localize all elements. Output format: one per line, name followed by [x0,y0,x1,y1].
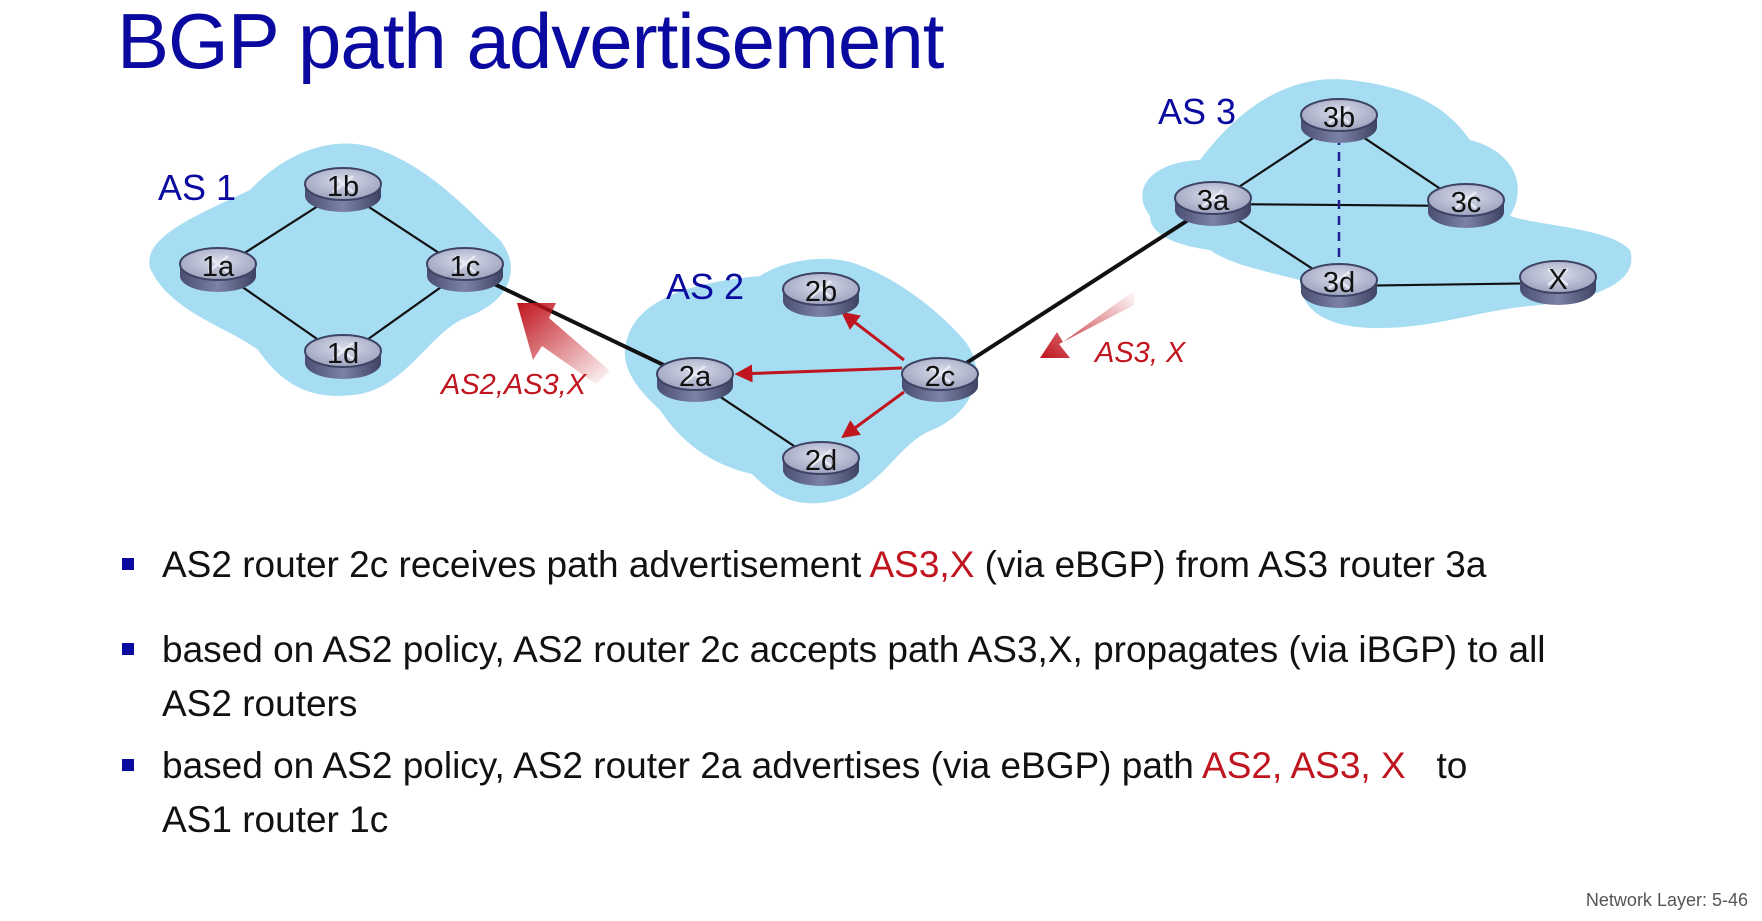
router-3c: 3c [1427,183,1505,228]
router-cross-icon [454,255,476,273]
ebgp-links [464,202,1215,382]
bullet-text: based on AS2 policy, AS2 router 2a adver… [162,745,1203,786]
bullet-text: AS2 router 2c receives path advertisemen… [162,544,870,585]
bgp-network-diagram: AS 1 AS 2 AS 3 [149,79,1632,504]
bullet-list: AS2 router 2c receives path advertisemen… [118,538,1698,847]
arrow-2c-2a [734,364,903,383]
router-1d: 1d [304,334,382,379]
router-2d: 2d [782,441,860,486]
as1-cloud [149,143,511,396]
router-1b: 1b [304,167,382,212]
bullet-highlight: AS2, AS3, X [1202,745,1406,786]
router-label: 2a [679,361,712,393]
slide-footer: Network Layer: 5-46 [1585,890,1748,910]
bullet-item: based on AS2 policy, AS2 router 2c accep… [118,623,1698,731]
router-label: 1c [450,251,481,283]
bullet-marker [122,759,134,771]
router-label: 3d [1323,267,1355,299]
router-cross-icon [207,255,229,273]
advertisement-arrow-as3 [1040,290,1135,358]
router-label: 2c [925,361,956,393]
router-cross-icon [810,449,832,467]
router-cross-icon [1202,189,1224,207]
router-2a: 2a [656,357,734,402]
router-label: 3c [1451,187,1482,219]
router-label: 2b [805,276,837,308]
bullet-text-suffix: to [1405,745,1468,786]
slide-title: BGP path advertisement [117,0,944,85]
arrow-2c-2b [841,311,905,362]
router-2b: 2b [782,272,860,317]
bullet-text: based on AS2 policy, AS2 router 2c accep… [162,629,1546,670]
router-label: X [1548,264,1567,296]
router-label: 3b [1323,102,1355,134]
router-label: 3a [1197,185,1230,217]
bullet-text-continued: AS1 router 1c [162,799,389,840]
as3-label: AS 3 [1158,91,1236,132]
routers: 1a 1b 1c 1d 2a 2b 2c 2d 3a 3b 3c 3d X [179,98,1597,486]
bullet-highlight: AS3,X [869,544,975,585]
router-cross-icon [1328,106,1350,124]
bullet-item: based on AS2 policy, AS2 router 2a adver… [118,739,1698,847]
router-cross-icon [332,175,354,193]
router-cross-icon [929,365,951,383]
router-label: 2d [805,445,837,477]
router-1a: 1a [179,247,257,292]
router-x: X [1519,260,1597,305]
router-cross-icon [1455,191,1477,209]
router-2c: 2c [901,357,979,402]
as2-label: AS 2 [666,266,744,307]
router-cross-icon [1328,271,1350,289]
router-3b: 3b [1300,98,1378,143]
router-1c: 1c [426,247,504,292]
router-3a: 3a [1174,181,1252,226]
bullet-marker [122,558,134,570]
router-cross-icon [1547,268,1569,286]
ebgp-link-2c-3a [938,202,1215,382]
router-label: 1b [327,171,359,203]
bullet-marker [122,643,134,655]
bullet-text-continued: AS2 routers [162,683,358,724]
bullet-text-suffix: (via eBGP) from AS3 router 3a [974,544,1487,585]
router-cross-icon [810,280,832,298]
router-label: 1a [202,251,235,283]
arrow-2c-2d [841,390,905,439]
as3-cloud [1142,79,1632,329]
router-cross-icon [684,365,706,383]
router-3d: 3d [1300,263,1378,308]
bullet-item: AS2 router 2c receives path advertisemen… [118,538,1698,592]
ibgp-arrows [734,311,905,439]
as1-label: AS 1 [158,167,236,208]
advertisement-label-as3: AS3, X [1093,337,1187,369]
as2-cloud [624,258,977,504]
router-cross-icon [332,342,354,360]
advertisement-arrow-as2 [517,303,610,384]
router-label: 1d [327,338,359,370]
ebgp-link-1c-2a [464,268,696,382]
advertisement-label-as2: AS2,AS3,X [439,369,588,401]
